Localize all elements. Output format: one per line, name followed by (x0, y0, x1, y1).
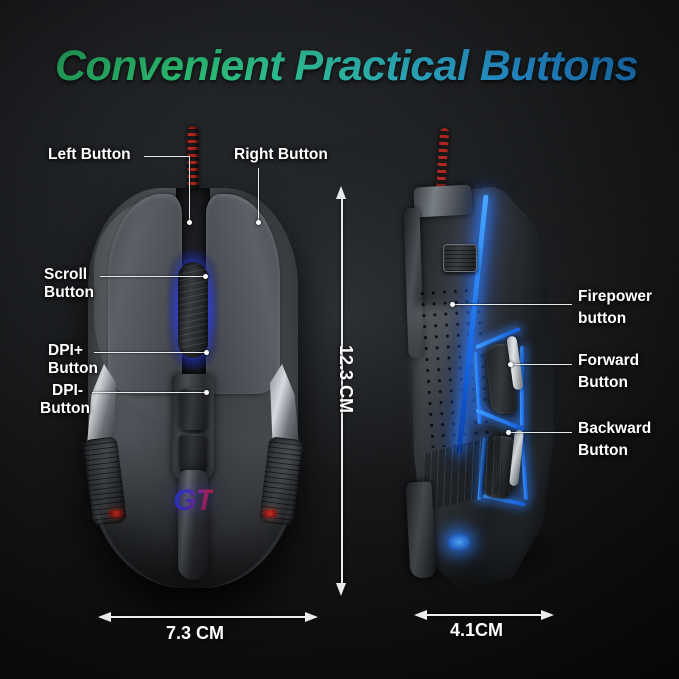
dimension-height-text: 12.3 CM (336, 345, 356, 414)
leader-right-button-v (258, 168, 260, 222)
leader-left-button-h (144, 156, 190, 158)
point-backward (506, 430, 511, 435)
dimension-side-width-line (426, 614, 542, 616)
firepower-key (443, 244, 477, 272)
leader-backward (510, 432, 572, 434)
side-top-plate (413, 184, 473, 218)
palm-rest-shading (92, 438, 294, 588)
point-forward (508, 362, 513, 367)
leader-forward (512, 364, 572, 366)
callout-scroll-button-label: Scroll (44, 266, 88, 283)
callout-right-button-label: Right Button (234, 146, 328, 163)
side-grip-dots (416, 283, 496, 449)
callout-dpi-minus-label-2: Button (40, 400, 90, 417)
callout-dpi-minus-label: DPI- (52, 382, 83, 399)
callout-forward-label: Forward (578, 352, 640, 369)
callout-dpi-plus-label: DPI+ (48, 342, 83, 359)
dimension-side-width-arrow-left (414, 610, 427, 620)
callout-backward-label-2: Button (578, 442, 628, 459)
dimension-side-width-arrow-right (541, 610, 554, 620)
point-scroll-button (203, 274, 208, 279)
leader-scroll-button (100, 276, 205, 278)
mouse-top-view: GT (82, 126, 304, 588)
point-dpi-minus (204, 390, 209, 395)
leader-left-button-v (189, 156, 191, 222)
callout-firepower-label-2: button (578, 310, 627, 327)
page-title: Convenient Practical Buttons (55, 38, 655, 94)
point-firepower (450, 302, 455, 307)
callout-forward-label-2: Button (578, 374, 628, 391)
side-foot (405, 481, 437, 579)
dimension-top-width-arrow-right (305, 612, 318, 622)
callout-left-button-label: Left Button (48, 146, 131, 163)
dimension-height-arrow-top (336, 186, 346, 199)
dimension-height-arrow-bottom (336, 583, 346, 596)
callout-dpi-plus-label-2: Button (48, 360, 98, 377)
callout-scroll-button-label-2: Button (44, 284, 94, 301)
dpi-plus-key (179, 388, 207, 430)
point-left-button (187, 220, 192, 225)
mouse-shell-top: GT (82, 188, 304, 588)
leader-firepower (452, 304, 572, 306)
dimension-side-width-text: 4.1CM (450, 620, 504, 640)
usb-cable-side (435, 127, 450, 195)
leader-dpi-plus (94, 352, 206, 354)
mouse-side-view (394, 127, 564, 590)
dimension-top-width-arrow-left (98, 612, 111, 622)
dimension-top-width-text: 7.3 CM (166, 623, 225, 643)
point-dpi-plus (204, 350, 209, 355)
dimension-top-width-line (110, 616, 306, 618)
point-right-button (256, 220, 261, 225)
callout-firepower-label: Firepower (578, 288, 653, 305)
callout-backward-label: Backward (578, 420, 652, 437)
side-rear-led (448, 534, 470, 550)
leader-dpi-minus (92, 392, 206, 394)
dimension-height-line (341, 196, 343, 584)
